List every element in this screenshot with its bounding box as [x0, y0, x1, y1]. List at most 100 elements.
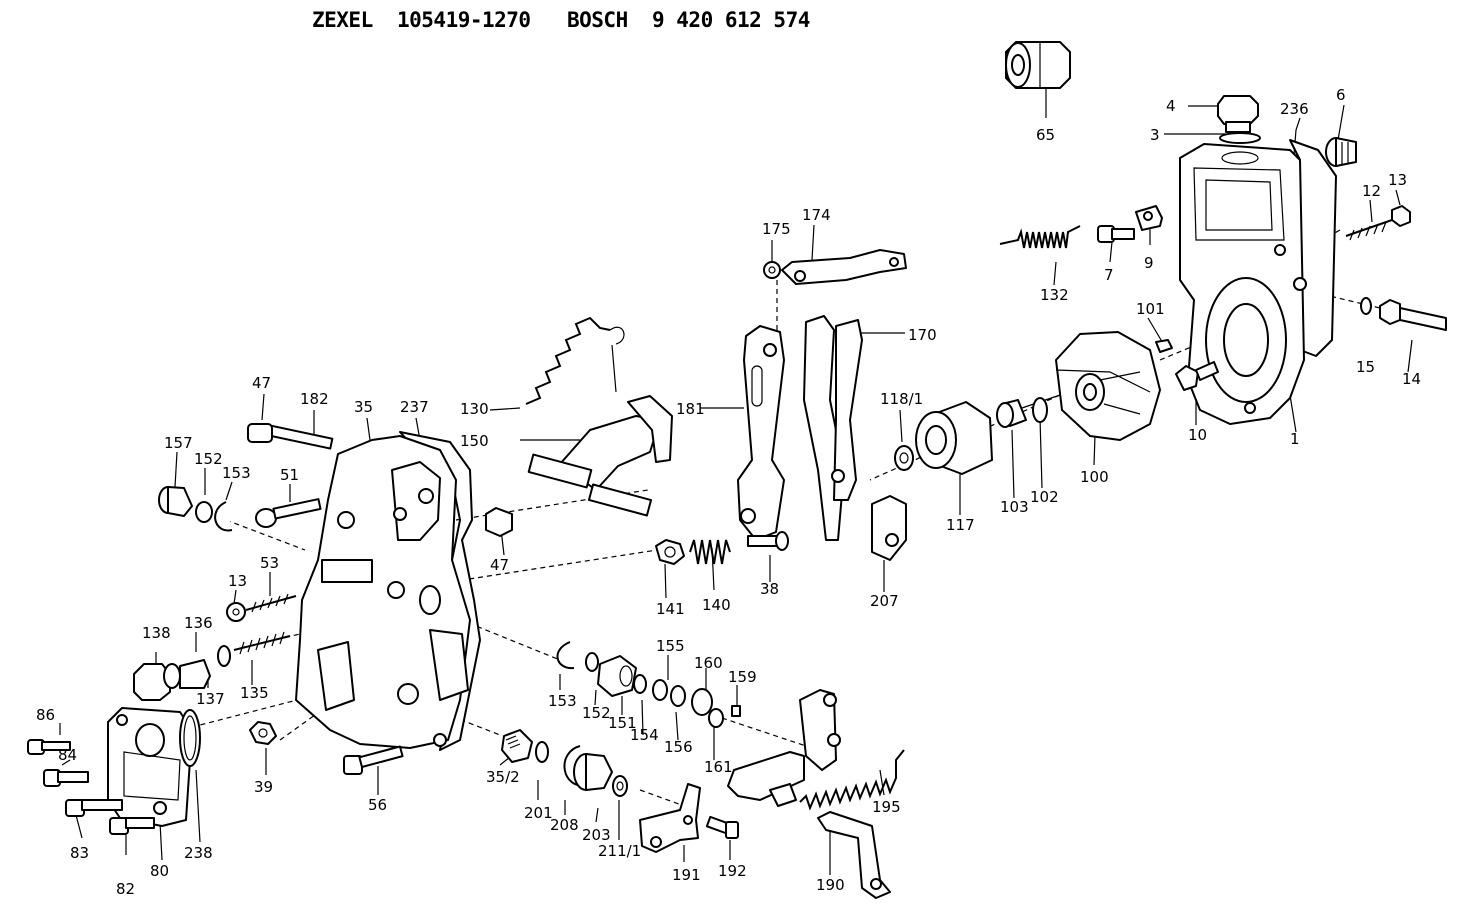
part-56-bolt [343, 745, 404, 775]
part-157-plug [158, 486, 193, 517]
label-80: 80 [150, 862, 169, 880]
part-38-bolt [747, 531, 789, 551]
part-181-fulcrum-lever [737, 325, 785, 541]
part-137-washer [217, 645, 231, 667]
part-13-nut-top [1391, 205, 1411, 227]
label-135: 135 [240, 684, 269, 702]
label-211-1: 211/1 [598, 842, 641, 860]
label-161: 161 [704, 758, 733, 776]
part-151-bush [597, 655, 637, 697]
part-136-nut [163, 659, 211, 689]
part-238-gasket [179, 709, 201, 767]
label-3: 3 [1150, 126, 1160, 144]
label-101: 101 [1136, 300, 1165, 318]
part-101-pin [1155, 339, 1173, 353]
label-190: 190 [816, 876, 845, 894]
label-192: 192 [718, 862, 747, 880]
part-150-shaft-lever [527, 395, 673, 517]
label-208: 208 [550, 816, 579, 834]
part-7-bolt [1097, 225, 1135, 243]
label-140: 140 [702, 596, 731, 614]
label-141: 141 [656, 600, 685, 618]
part-141-nut [655, 539, 685, 565]
part-35-2-screw [501, 729, 533, 763]
label-182: 182 [300, 390, 329, 408]
label-155: 155 [656, 637, 685, 655]
part-12-stud [1345, 219, 1393, 241]
label-47-right: 47 [490, 556, 509, 574]
part-15-washer [1360, 297, 1372, 315]
label-65: 65 [1036, 126, 1055, 144]
part-102-washer [1032, 397, 1048, 423]
label-160: 160 [694, 654, 723, 672]
label-1: 1 [1290, 430, 1300, 448]
label-15: 15 [1356, 358, 1375, 376]
part-152-ring [195, 501, 213, 523]
part-1-governor-housing [1179, 139, 1337, 425]
part-39-nut [249, 721, 277, 745]
part-138-cap [133, 663, 171, 701]
label-207: 207 [870, 592, 899, 610]
label-151: 151 [608, 714, 637, 732]
label-39: 39 [254, 778, 273, 796]
part-51-bolt [255, 498, 322, 528]
label-153-top: 153 [222, 464, 251, 482]
part-201-ring [535, 741, 549, 763]
label-13-top: 13 [1388, 171, 1407, 189]
label-157: 157 [164, 434, 193, 452]
label-7: 7 [1104, 266, 1114, 284]
part-6-screw-plug [1325, 137, 1357, 167]
label-38: 38 [760, 580, 779, 598]
label-118-1: 118/1 [880, 390, 923, 408]
part-65-cap-nut [1005, 41, 1071, 89]
part-9-clip [1135, 205, 1163, 231]
label-137: 137 [196, 690, 225, 708]
part-47-bolt-top [247, 423, 273, 443]
label-195: 195 [872, 798, 901, 816]
part-182-shaft [268, 424, 334, 450]
label-10: 10 [1188, 426, 1207, 444]
label-136: 136 [184, 614, 213, 632]
label-191: 191 [672, 866, 701, 884]
part-153-clip-lower [556, 641, 575, 670]
label-13-left: 13 [228, 572, 247, 590]
label-117: 117 [946, 516, 975, 534]
part-3-washer [1219, 132, 1261, 144]
label-153-lower: 153 [548, 692, 577, 710]
label-100: 100 [1080, 468, 1109, 486]
part-154-ring [633, 674, 647, 694]
part-159-pin [731, 705, 741, 717]
part-47-bolt-right [485, 507, 513, 537]
part-4-plug-bolt [1217, 95, 1259, 133]
label-84: 84 [58, 746, 77, 764]
part-211-1-washer [612, 775, 628, 797]
part-153-clip [214, 501, 233, 532]
label-47-top: 47 [252, 374, 271, 392]
label-150: 150 [460, 432, 489, 450]
part-130-spring [525, 316, 625, 405]
label-159: 159 [728, 668, 757, 686]
part-161-washer [708, 708, 724, 728]
label-103: 103 [1000, 498, 1029, 516]
label-152-top: 152 [194, 450, 223, 468]
label-237: 237 [400, 398, 429, 416]
label-156: 156 [664, 738, 693, 756]
part-132-spring [999, 225, 1081, 249]
label-175: 175 [762, 220, 791, 238]
label-35: 35 [354, 398, 373, 416]
label-236: 236 [1280, 100, 1309, 118]
part-10-bolt [1175, 361, 1219, 391]
label-154: 154 [630, 726, 659, 744]
part-53-screw [245, 593, 297, 613]
label-53: 53 [260, 554, 279, 572]
label-201: 201 [524, 804, 553, 822]
label-35-2: 35/2 [486, 768, 520, 786]
part-192-bolt [705, 815, 739, 839]
label-203: 203 [582, 826, 611, 844]
label-138: 138 [142, 624, 171, 642]
label-86: 86 [36, 706, 55, 724]
part-118-1-washer [894, 445, 914, 471]
part-175-nut [763, 261, 781, 279]
part-203-cap [573, 753, 613, 791]
